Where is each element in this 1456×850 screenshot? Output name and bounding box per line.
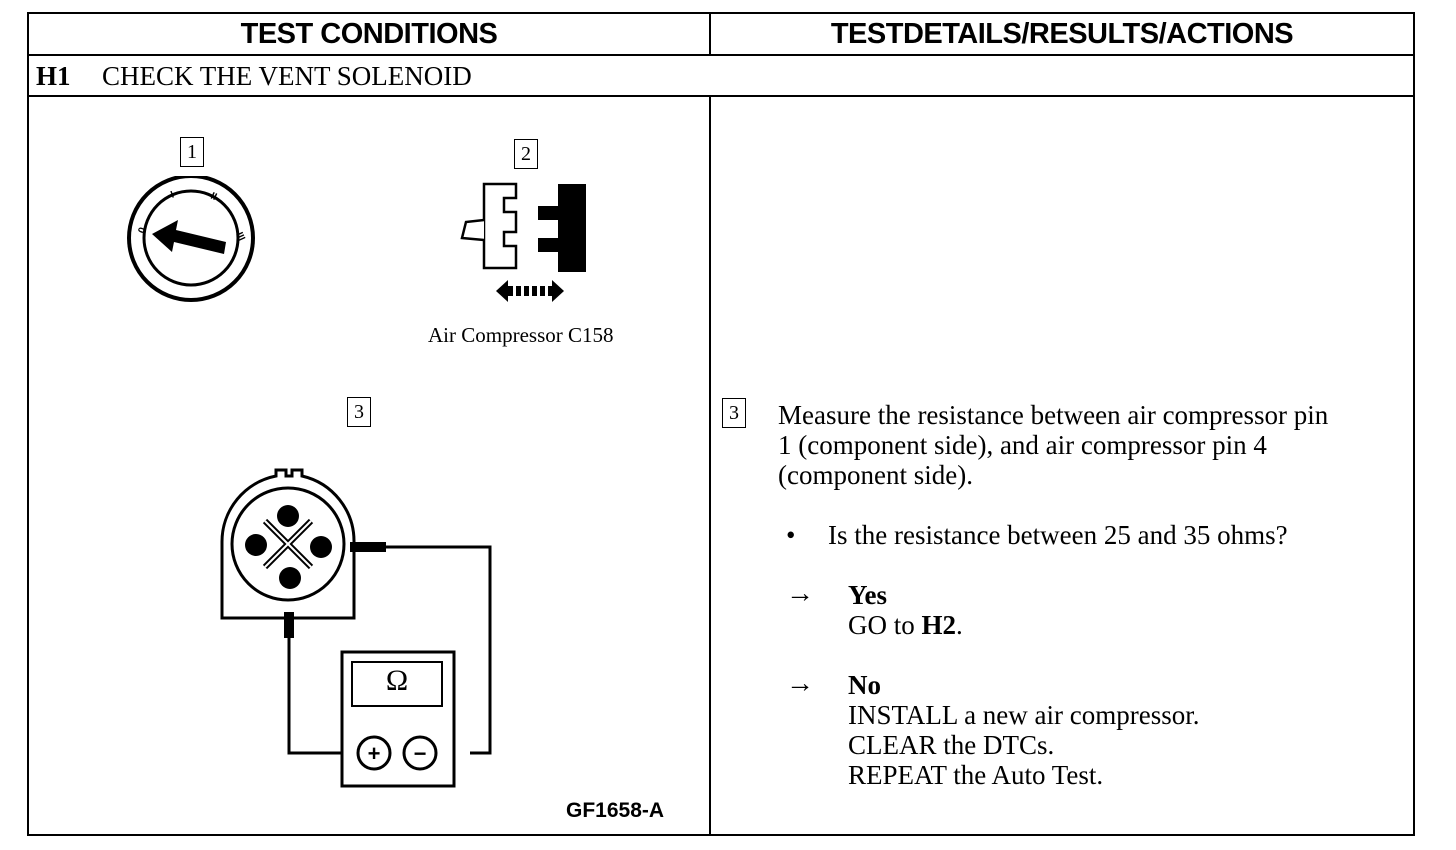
meter-plus-label: + [367, 741, 381, 766]
no-action: REPEAT the Auto Test. [848, 760, 1104, 790]
callout-1: 1 [180, 137, 204, 167]
yes-label: Yes [848, 580, 887, 610]
connector-label: Air Compressor C158 [428, 323, 614, 347]
ohm-symbol: Ω [385, 664, 409, 697]
figure-code: GF1658-A [566, 799, 665, 822]
no-branch: No INSTALL a new air compressor. CLEAR t… [848, 670, 1200, 790]
no-label: No [848, 670, 881, 700]
yes-arrow-icon: → [786, 578, 814, 609]
question: Is the resistance between 25 and 35 ohms… [828, 520, 1288, 550]
yes-action-target: H2 [921, 610, 957, 640]
meter-minus-label: − [413, 741, 427, 766]
step-3-instruction: Measure the resistance between air compr… [778, 400, 1328, 490]
section-title-row: H1 CHECK THE VENT SOLENOID [36, 58, 472, 94]
header-column-divider [709, 12, 711, 55]
yes-branch: Yes GO to H2. [848, 580, 963, 640]
svg-text:0: 0 [136, 226, 148, 235]
section-title: CHECK THE VENT SOLENOID [102, 60, 472, 91]
callout-2: 2 [514, 139, 538, 169]
header-divider [27, 54, 1415, 56]
connector-disconnect-icon [460, 182, 586, 302]
yes-action: GO to H2. [848, 610, 963, 640]
no-action: INSTALL a new air compressor. [848, 700, 1200, 730]
section-number: H1 [36, 60, 71, 91]
bullet: • [786, 520, 796, 550]
header-test-details: TESTDETAILS/RESULTS/ACTIONS [830, 17, 1294, 50]
ohmmeter-circuit-diagram [220, 468, 492, 788]
body-column-divider [709, 95, 711, 836]
test-table [27, 12, 1415, 836]
no-action: CLEAR the DTCs. [848, 730, 1055, 760]
section-divider [27, 95, 1415, 97]
ignition-switch-icon: 0 I II III [127, 176, 255, 302]
instruction-line: 1 (component side), and air compressor p… [778, 430, 1267, 460]
instruction-line: (component side). [778, 460, 973, 490]
svg-text:II: II [209, 191, 219, 203]
step-3-callout: 3 [722, 398, 746, 428]
callout-3: 3 [347, 397, 371, 427]
instruction-line: Measure the resistance between air compr… [778, 400, 1329, 430]
header-test-conditions: TEST CONDITIONS [240, 17, 498, 50]
no-arrow-icon: → [786, 668, 814, 699]
svg-text:I: I [169, 189, 176, 200]
